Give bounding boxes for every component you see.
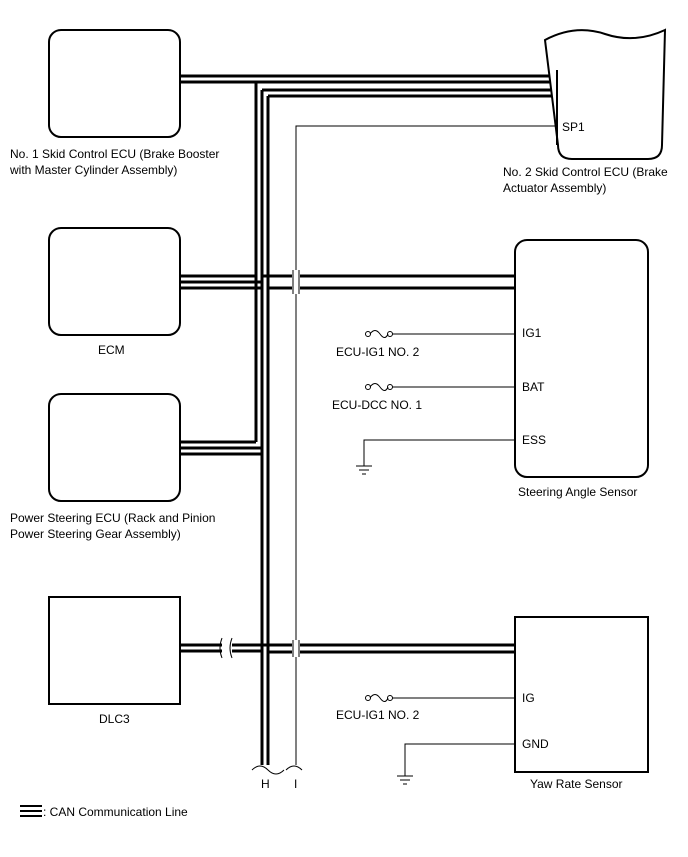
dlc3-box (48, 596, 181, 705)
steering-pin-ess: ESS (522, 433, 546, 447)
steering-angle-label: Steering Angle Sensor (518, 485, 637, 499)
skid-ecu-2-label-line1: No. 2 Skid Control ECU (Brake (503, 165, 668, 179)
line-break-mark (219, 637, 233, 659)
skid-ecu-2-label-line2: Actuator Assembly) (503, 181, 606, 195)
yaw-pin-gnd: GND (522, 737, 549, 751)
skid-ecu-1-label-line1: No. 1 Skid Control ECU (Brake Booster (10, 147, 219, 161)
fuse-label-3: ECU-IG1 NO. 2 (336, 708, 420, 722)
can-bus-lines (180, 74, 557, 765)
ecm-label: ECM (98, 343, 125, 357)
skid-ecu-2-box (543, 28, 667, 160)
steering-pin-ig1: IG1 (522, 326, 542, 340)
ground-icon (356, 439, 515, 475)
bus-label-i: I (294, 777, 297, 791)
fuse-icon (365, 694, 515, 702)
fuse-icon (365, 330, 515, 338)
yaw-rate-sensor-box (514, 616, 649, 773)
skid-ecu-1-label-line2: with Master Cylinder Assembly) (9, 163, 177, 177)
yaw-pin-ig: IG (522, 691, 535, 705)
skid-ecu-2-pin-sp1: SP1 (562, 120, 585, 134)
ecm-box (48, 227, 181, 336)
fuse-label-2: ECU-DCC NO. 1 (332, 398, 422, 412)
dlc3-label: DLC3 (99, 712, 130, 726)
power-steering-label-line1: Power Steering ECU (Rack and Pinion (10, 511, 215, 525)
line-i (295, 125, 557, 765)
bus-terminators (251, 765, 303, 775)
skid-ecu-1-box (48, 29, 181, 138)
fuse-icon (365, 383, 515, 391)
legend-text: : CAN Communication Line (43, 805, 188, 819)
steering-angle-sensor-box (514, 239, 649, 478)
power-steering-ecu-box (48, 393, 181, 502)
legend-can-line-icon (20, 805, 42, 817)
power-steering-label-line2: Power Steering Gear Assembly) (10, 527, 181, 541)
steering-pin-bat: BAT (522, 380, 545, 394)
fuse-label-1: ECU-IG1 NO. 2 (336, 345, 420, 359)
ground-icon (397, 743, 515, 785)
yaw-rate-label: Yaw Rate Sensor (530, 777, 623, 791)
bus-label-h: H (261, 777, 270, 791)
